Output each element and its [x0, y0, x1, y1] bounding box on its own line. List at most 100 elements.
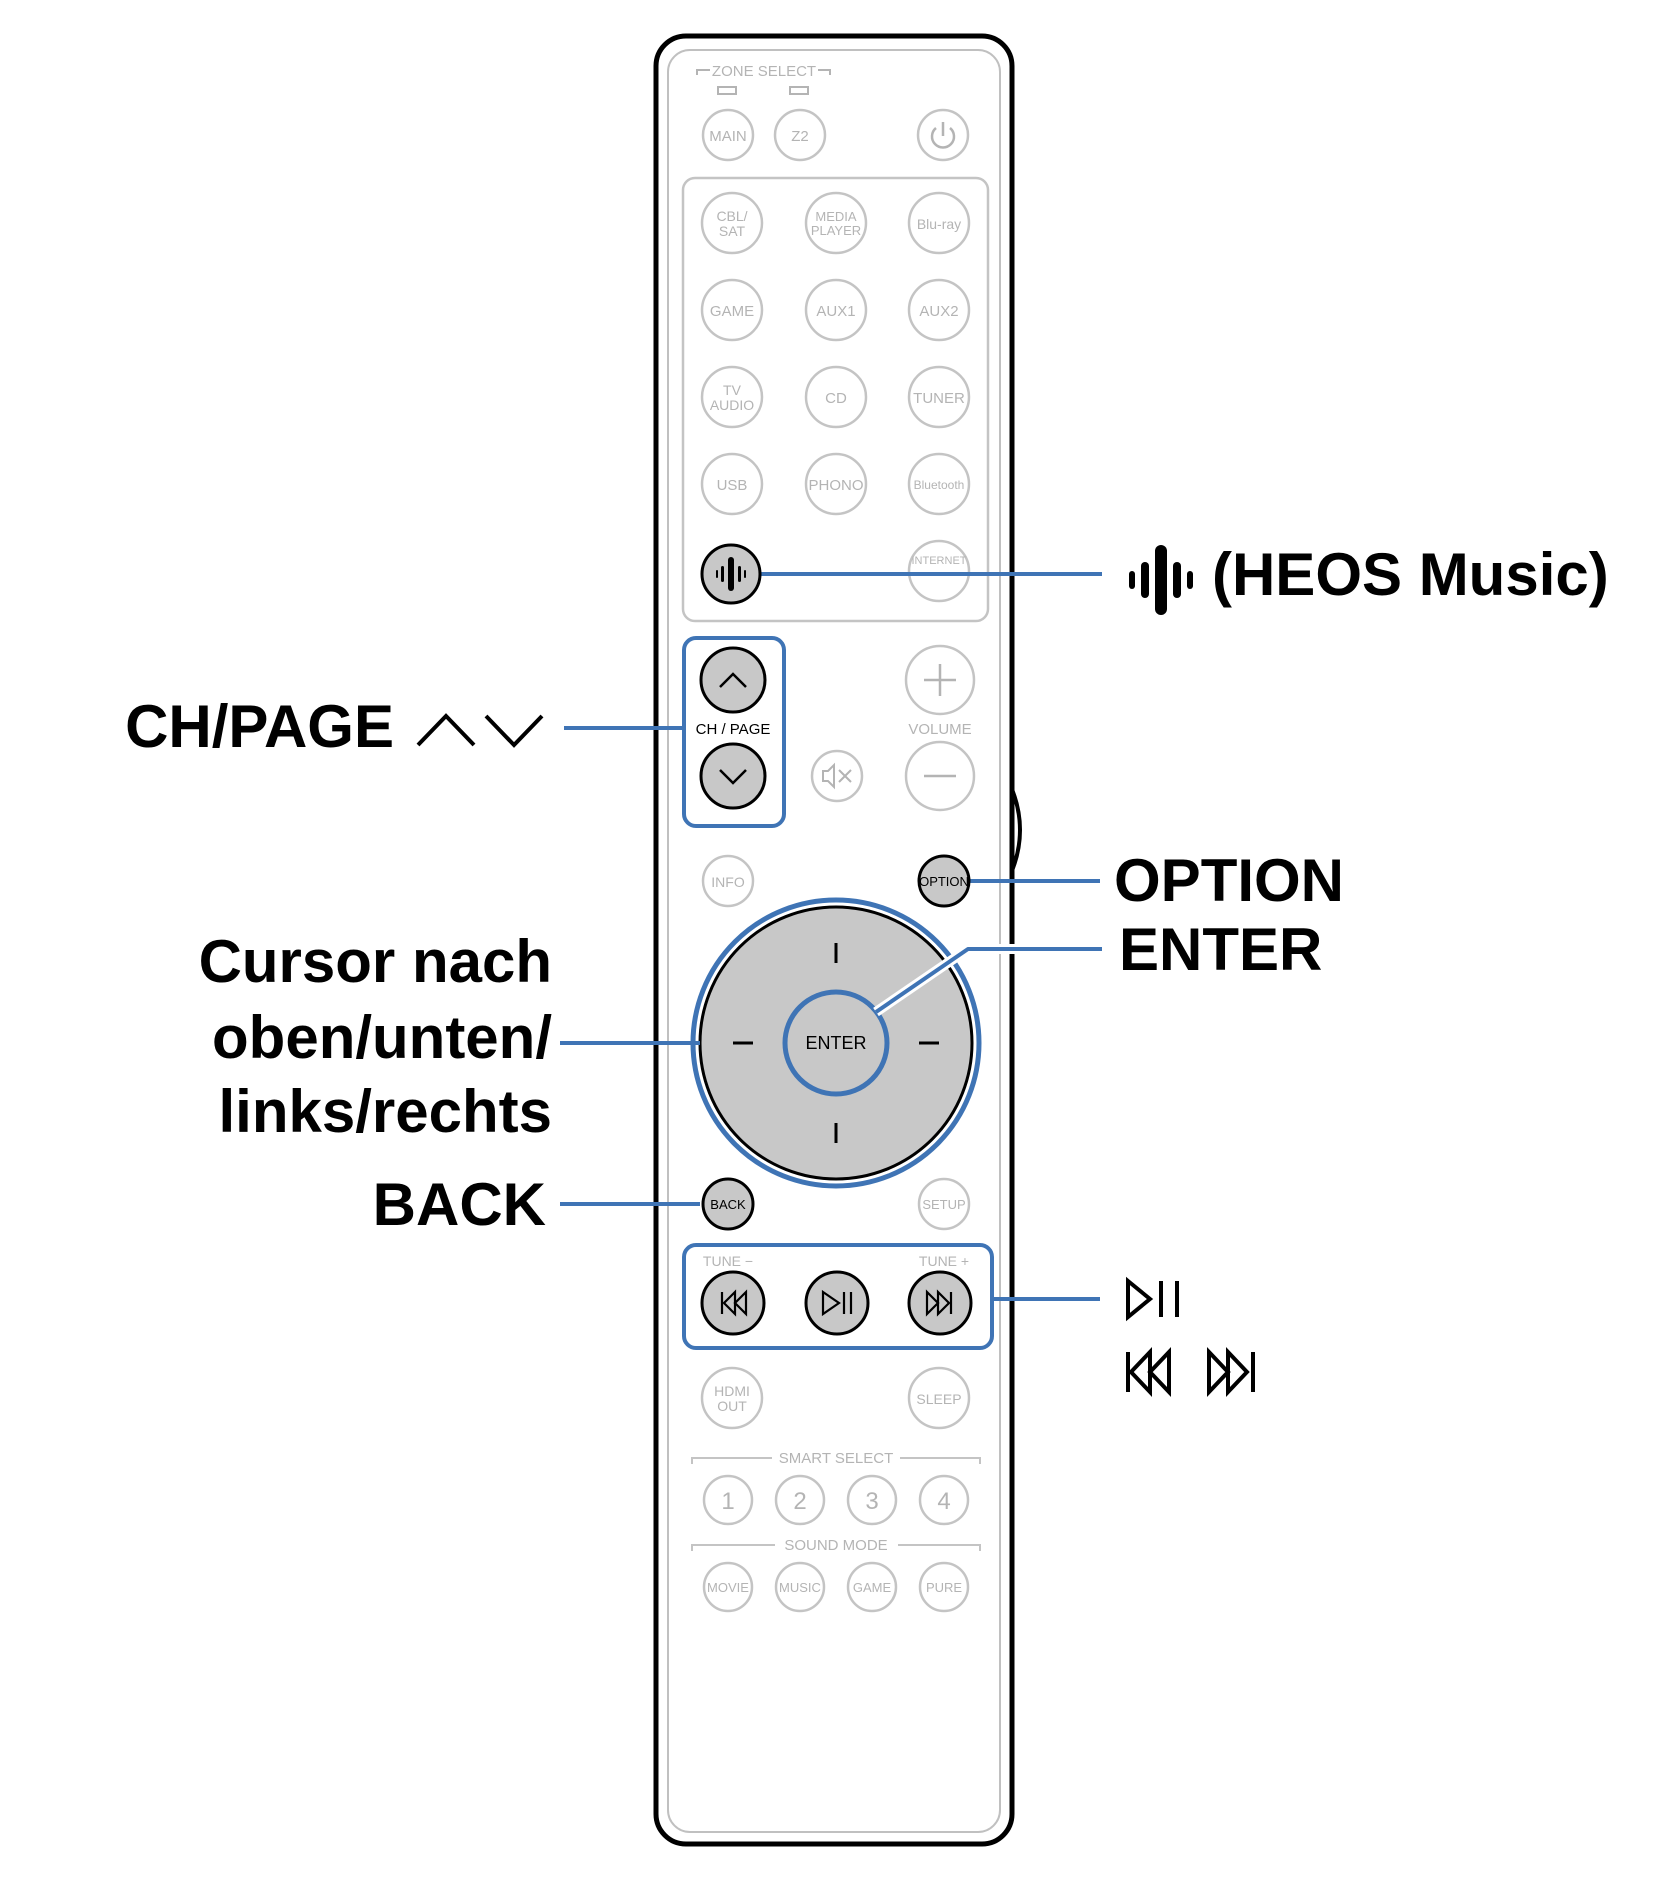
setup-button[interactable] [917, 1177, 971, 1231]
mode-game-label: GAME [853, 1580, 892, 1595]
zone-select-label: ZONE SELECT [712, 63, 816, 80]
tune-minus-label: TUNE − [703, 1253, 753, 1269]
game-button[interactable] [700, 278, 764, 342]
smart-select-4-button[interactable] [918, 1474, 970, 1526]
mode-game-button[interactable] [846, 1561, 898, 1613]
back-button[interactable] [701, 1177, 755, 1231]
smart-select-section: SMART SELECT 1 2 3 4 [691, 1450, 981, 1526]
sleep-label: SLEEP [916, 1391, 961, 1407]
skip-back-button[interactable] [700, 1270, 766, 1336]
transport-highlight-box [682, 1243, 994, 1350]
tv-audio-label-2: AUDIO [710, 397, 754, 413]
cd-button[interactable] [804, 365, 868, 429]
ch-page-callout-label: CH/PAGE [125, 693, 394, 760]
movie-label: MOVIE [707, 1580, 749, 1595]
cbl-sat-button[interactable] [700, 191, 764, 255]
heos-icon [716, 557, 746, 591]
sleep-button[interactable] [907, 1366, 971, 1430]
option-callout-label: OPTION [1114, 847, 1344, 914]
skip-forward-icon [925, 1289, 953, 1317]
enter-callout-line [874, 947, 1102, 1014]
main-zone-label: MAIN [709, 128, 747, 145]
media-player-label-2: PLAYER [811, 223, 861, 238]
heos-callout-icon [1129, 545, 1193, 615]
tv-audio-label-1: TV [723, 382, 742, 398]
smart-select-1-label: 1 [721, 1488, 734, 1515]
mute-icon [822, 762, 852, 790]
phono-label: PHONO [808, 477, 863, 494]
cbl-sat-label-1: CBL/ [716, 208, 747, 224]
play-pause-icon [821, 1289, 853, 1317]
ch-page-down-button[interactable] [699, 742, 767, 810]
hdmi-out-label-1: HDMI [714, 1383, 750, 1399]
cursor-up-icon [719, 672, 747, 688]
cursor-down-icon [719, 769, 747, 785]
option-button[interactable] [917, 854, 971, 908]
smart-select-4-label: 4 [937, 1488, 950, 1515]
volume-label: VOLUME [908, 721, 971, 738]
bluray-label: Blu-ray [917, 216, 961, 232]
skip-forward-callout-icon [1207, 1346, 1255, 1398]
cursor-callout-label-3: links/rechts [219, 1078, 553, 1145]
option-label: OPTION [919, 874, 969, 889]
smart-select-1-button[interactable] [702, 1474, 754, 1526]
aux1-label: AUX1 [816, 303, 855, 320]
tv-audio-button[interactable] [700, 365, 764, 429]
aux2-label: AUX2 [919, 303, 958, 320]
smart-select-2-button[interactable] [774, 1474, 826, 1526]
media-player-button[interactable] [804, 191, 868, 255]
ch-page-up-button[interactable] [699, 646, 767, 714]
sound-mode-label: SOUND MODE [784, 1537, 887, 1554]
heos-callout-label: (HEOS Music) [1212, 541, 1609, 608]
smart-select-label: SMART SELECT [779, 1450, 893, 1467]
cd-label: CD [825, 390, 847, 407]
bluetooth-button[interactable] [907, 452, 971, 516]
sound-mode-section: SOUND MODE MOVIE MUSIC GAME PURE [691, 1537, 981, 1613]
setup-label: SETUP [922, 1197, 965, 1212]
enter-label: ENTER [805, 1033, 866, 1053]
game-label: GAME [710, 303, 754, 320]
usb-button[interactable] [700, 452, 764, 516]
mute-button[interactable] [810, 749, 864, 803]
info-label: INFO [711, 874, 745, 890]
bluetooth-label: Bluetooth [914, 478, 965, 492]
power-icon [930, 122, 956, 149]
cbl-sat-label-2: SAT [719, 223, 746, 239]
zone-select-section: ZONE SELECT MAIN Z2 [696, 63, 970, 162]
ch-page-label: CH / PAGE [696, 721, 771, 738]
media-player-label-1: MEDIA [815, 209, 857, 224]
ch-page-callout-arrows [416, 713, 544, 748]
music-label: MUSIC [779, 1580, 821, 1595]
info-button[interactable] [701, 854, 755, 908]
aux2-button[interactable] [907, 278, 971, 342]
phono-button[interactable] [804, 452, 868, 516]
enter-button[interactable] [782, 989, 890, 1097]
source-panel [681, 176, 990, 623]
movie-button[interactable] [702, 1561, 754, 1613]
tuner-button[interactable] [907, 365, 971, 429]
z2-zone-label: Z2 [791, 128, 809, 145]
play-pause-button[interactable] [804, 1270, 870, 1336]
back-callout-label: BACK [373, 1171, 546, 1238]
pure-button[interactable] [918, 1561, 970, 1613]
back-label: BACK [710, 1197, 746, 1212]
z2-zone-button[interactable] [773, 108, 827, 162]
skip-forward-button[interactable] [907, 1270, 973, 1336]
smart-select-3-button[interactable] [846, 1474, 898, 1526]
music-button[interactable] [774, 1561, 826, 1613]
pure-label: PURE [926, 1580, 962, 1595]
internet-radio-button[interactable] [907, 539, 971, 603]
plus-icon [924, 664, 956, 696]
aux1-button[interactable] [804, 278, 868, 342]
enter-callout-label: ENTER [1119, 916, 1322, 983]
hdmi-out-button[interactable] [700, 1366, 764, 1430]
smart-select-3-label: 3 [865, 1488, 878, 1515]
smart-select-2-label: 2 [793, 1488, 806, 1515]
internet-radio-label: INTERNET [912, 555, 967, 567]
main-zone-button[interactable] [701, 108, 755, 162]
cursor-callout-label-1: Cursor nach [199, 928, 552, 995]
skip-back-callout-icon [1126, 1346, 1171, 1398]
ch-page-highlight-box [682, 636, 786, 828]
bluray-button[interactable] [907, 191, 971, 255]
